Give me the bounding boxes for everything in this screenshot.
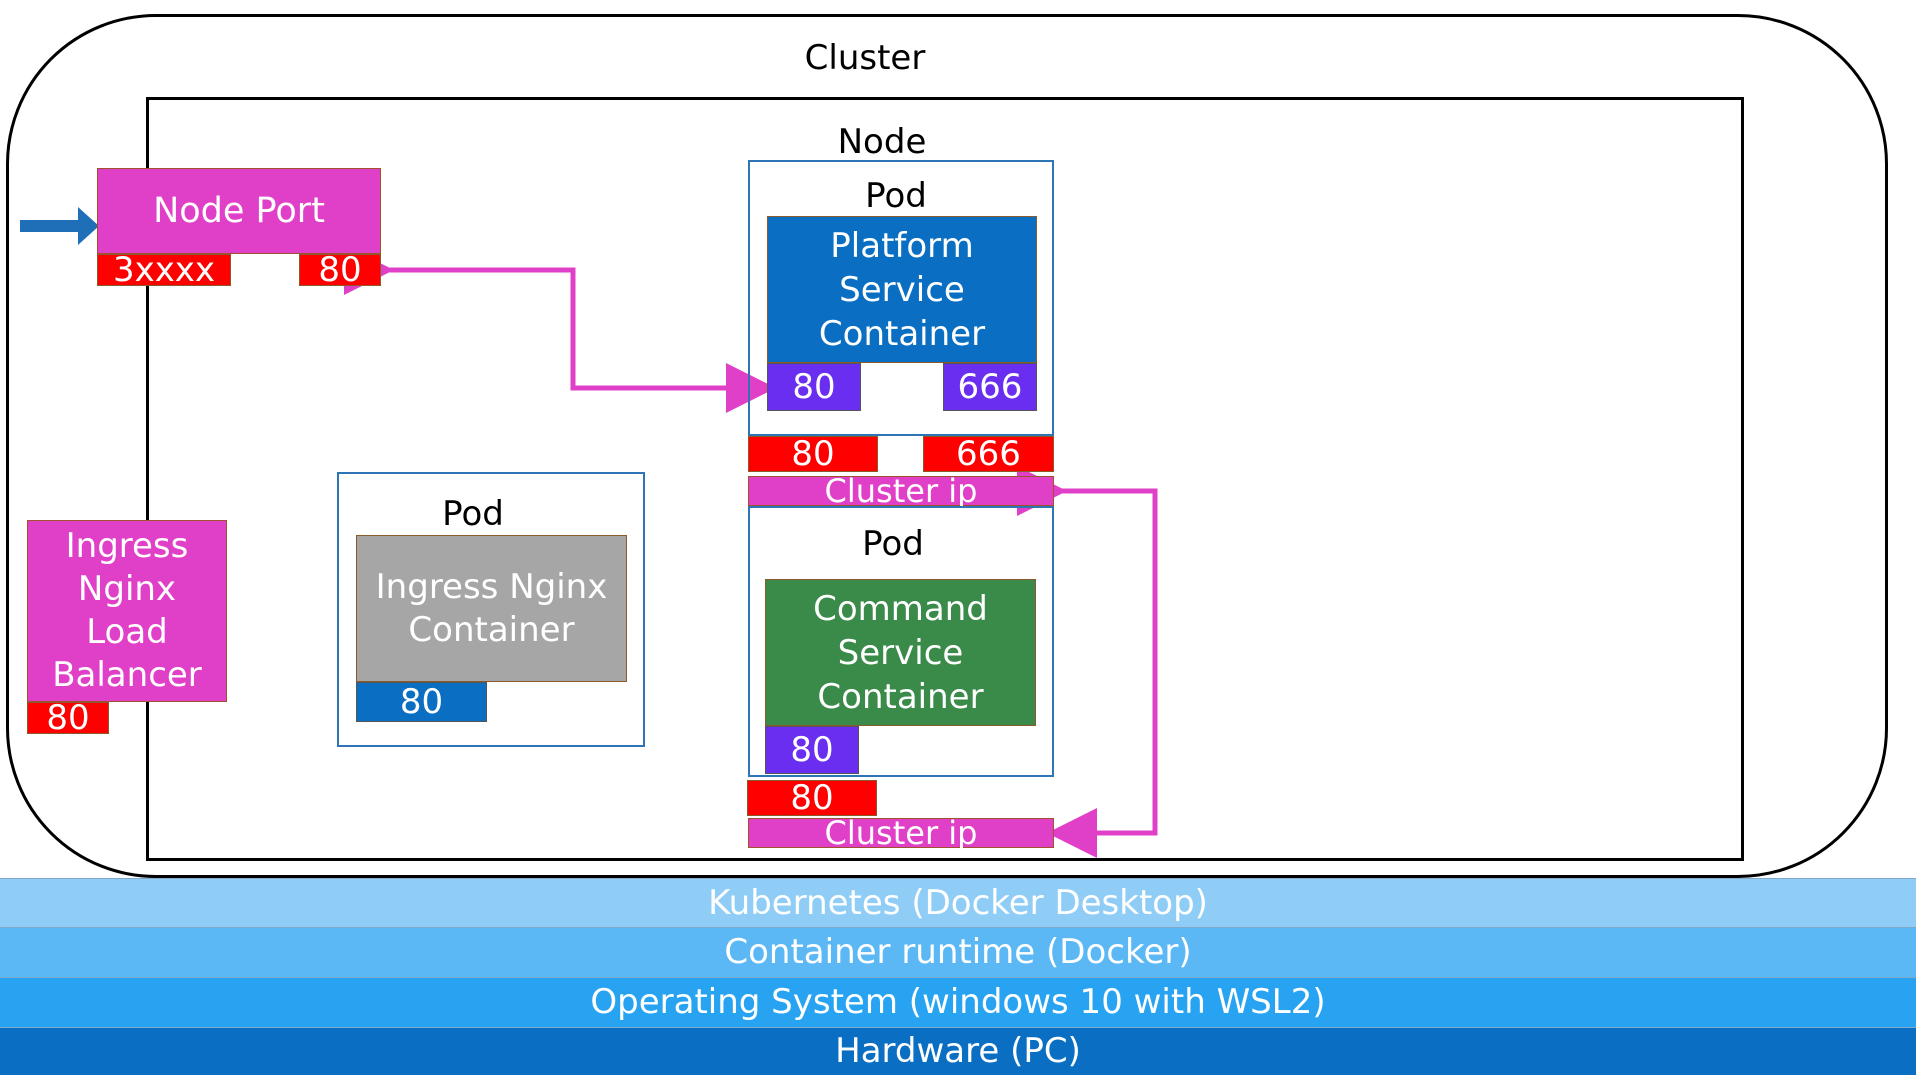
command-container-line-1: Command <box>813 588 988 629</box>
node-port-box: Node Port <box>97 168 381 254</box>
incoming-traffic-arrow-head <box>78 207 99 245</box>
nodeport-to-platform-arrow <box>344 245 776 413</box>
ingress-container-line-2: Container <box>408 609 575 650</box>
platform-pod-title: Pod <box>865 175 927 216</box>
ingress-lb-line-2: Nginx <box>77 569 177 609</box>
platform-pod <box>748 160 1054 436</box>
platform-clusterip-port-80: 80 <box>748 434 878 474</box>
node-port-label: Node Port <box>153 191 325 231</box>
node-port-3xxxx: 3xxxx <box>97 250 231 290</box>
command-container-line-3: Container <box>817 676 984 717</box>
ingress-load-balancer: Ingress Nginx Load Balancer <box>27 520 227 702</box>
command-cluster-ip: Cluster ip <box>748 814 1054 852</box>
layer-hardware: Hardware (PC) <box>0 1027 1916 1075</box>
node-boundary <box>146 97 1744 861</box>
platform-container-line-3: Container <box>818 313 986 354</box>
platform-container-line-2: Service <box>839 269 965 310</box>
ingress-pod <box>337 472 645 747</box>
ingress-pod-title: Pod <box>442 493 504 534</box>
command-clusterip-port-80: 80 <box>747 778 877 818</box>
ingress-lb-line-4: Balancer <box>52 655 202 695</box>
ingress-container-line-1: Ingress Nginx <box>375 566 608 607</box>
platform-container-port-666: 666 <box>943 363 1037 411</box>
cluster-title: Cluster <box>804 37 926 78</box>
ingress-lb-line-1: Ingress <box>65 526 189 566</box>
command-container-port-80: 80 <box>765 726 859 774</box>
node-title: Node <box>837 121 927 162</box>
command-container-line-2: Service <box>837 632 964 673</box>
layer-operating-system: Operating System (windows 10 with WSL2) <box>0 977 1916 1027</box>
clusterip-link-arrow <box>1017 466 1158 858</box>
ingress-lb-line-3: Load <box>86 612 168 652</box>
platform-container-port-80: 80 <box>767 363 861 411</box>
layer-container-runtime: Container runtime (Docker) <box>0 927 1916 977</box>
command-pod-title: Pod <box>862 523 924 564</box>
platform-cluster-ip: Cluster ip <box>748 472 1054 510</box>
ingress-container-port-80: 80 <box>356 682 487 722</box>
platform-container-line-1: Platform <box>830 225 974 266</box>
command-pod <box>748 506 1054 777</box>
node-port-80: 80 <box>299 250 381 290</box>
command-service-container: Command Service Container <box>765 579 1036 726</box>
ingress-lb-port-80: 80 <box>27 698 109 738</box>
layer-kubernetes: Kubernetes (Docker Desktop) <box>0 878 1916 927</box>
platform-service-container: Platform Service Container <box>767 216 1037 363</box>
cluster-boundary <box>6 14 1888 878</box>
ingress-nginx-container: Ingress Nginx Container <box>356 535 627 682</box>
platform-clusterip-port-666: 666 <box>923 434 1054 474</box>
